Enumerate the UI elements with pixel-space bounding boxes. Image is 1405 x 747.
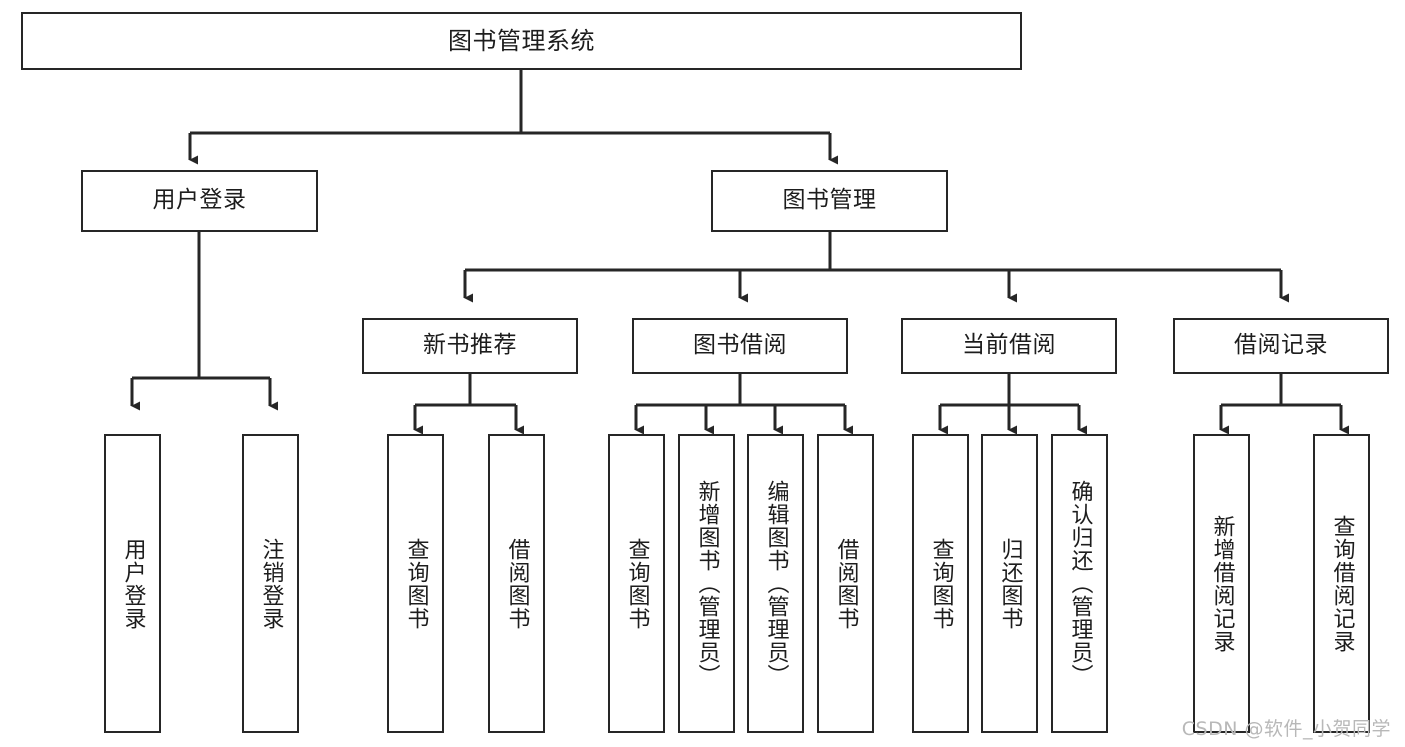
node-label: 归还图书 (997, 537, 1023, 630)
node-new-book-recommend[interactable]: 新书推荐 (362, 318, 578, 374)
node-leaf-edit-book[interactable]: 编辑图书（管理员） (747, 434, 804, 733)
node-label: 确认归还（管理员） (1067, 480, 1093, 687)
node-label: 借阅记录 (1234, 332, 1328, 359)
connector-newbook-to-leaves (413, 374, 524, 435)
node-leaf-add-record[interactable]: 新增借阅记录 (1193, 434, 1250, 733)
node-label: 借阅图书 (833, 537, 859, 630)
node-label: 新增图书（管理员） (694, 480, 720, 687)
node-label: 图书管理系统 (448, 26, 595, 55)
node-label: 借阅图书 (504, 537, 530, 630)
node-leaf-borrow-book-1[interactable]: 借阅图书 (488, 434, 545, 733)
node-label: 编辑图书（管理员） (763, 480, 789, 687)
node-leaf-query-book-3[interactable]: 查询图书 (912, 434, 969, 733)
node-user-login[interactable]: 用户登录 (81, 170, 318, 232)
node-leaf-add-book[interactable]: 新增图书（管理员） (678, 434, 735, 733)
node-leaf-query-book-2[interactable]: 查询图书 (608, 434, 665, 733)
node-label: 图书借阅 (693, 332, 787, 359)
node-borrow-record[interactable]: 借阅记录 (1173, 318, 1389, 374)
node-book-management[interactable]: 图书管理 (711, 170, 948, 232)
node-label: 注销登录 (258, 537, 284, 630)
node-label: 查询图书 (928, 537, 954, 630)
connector-bookborrow-to-leaves (634, 374, 853, 435)
node-leaf-query-book-1[interactable]: 查询图书 (387, 434, 444, 733)
node-label: 用户登录 (120, 537, 146, 630)
node-leaf-logout[interactable]: 注销登录 (242, 434, 299, 733)
node-book-borrow[interactable]: 图书借阅 (632, 318, 848, 374)
node-label: 查询借阅记录 (1329, 514, 1355, 653)
node-label: 用户登录 (152, 187, 247, 214)
node-leaf-return-book[interactable]: 归还图书 (981, 434, 1038, 733)
connector-currentborrow-to-leaves (938, 374, 1087, 435)
node-label: 新书推荐 (423, 332, 517, 359)
connector-root-to-level2 (188, 70, 838, 165)
node-leaf-borrow-book-2[interactable]: 借阅图书 (817, 434, 874, 733)
connector-borrowrecord-to-leaves (1219, 374, 1349, 435)
node-leaf-query-record[interactable]: 查询借阅记录 (1313, 434, 1370, 733)
node-root-book-management-system[interactable]: 图书管理系统 (21, 12, 1022, 70)
node-leaf-confirm-return[interactable]: 确认归还（管理员） (1051, 434, 1108, 733)
node-label: 查询图书 (403, 537, 429, 630)
connector-bookmgmt-to-level3 (463, 232, 1289, 303)
node-label: 查询图书 (624, 537, 650, 630)
node-label: 新增借阅记录 (1209, 514, 1235, 653)
node-label: 当前借阅 (962, 332, 1056, 359)
connector-userlogin-to-leaves (130, 232, 278, 411)
node-current-borrow[interactable]: 当前借阅 (901, 318, 1117, 374)
node-leaf-user-login[interactable]: 用户登录 (104, 434, 161, 733)
node-label: 图书管理 (782, 187, 877, 214)
